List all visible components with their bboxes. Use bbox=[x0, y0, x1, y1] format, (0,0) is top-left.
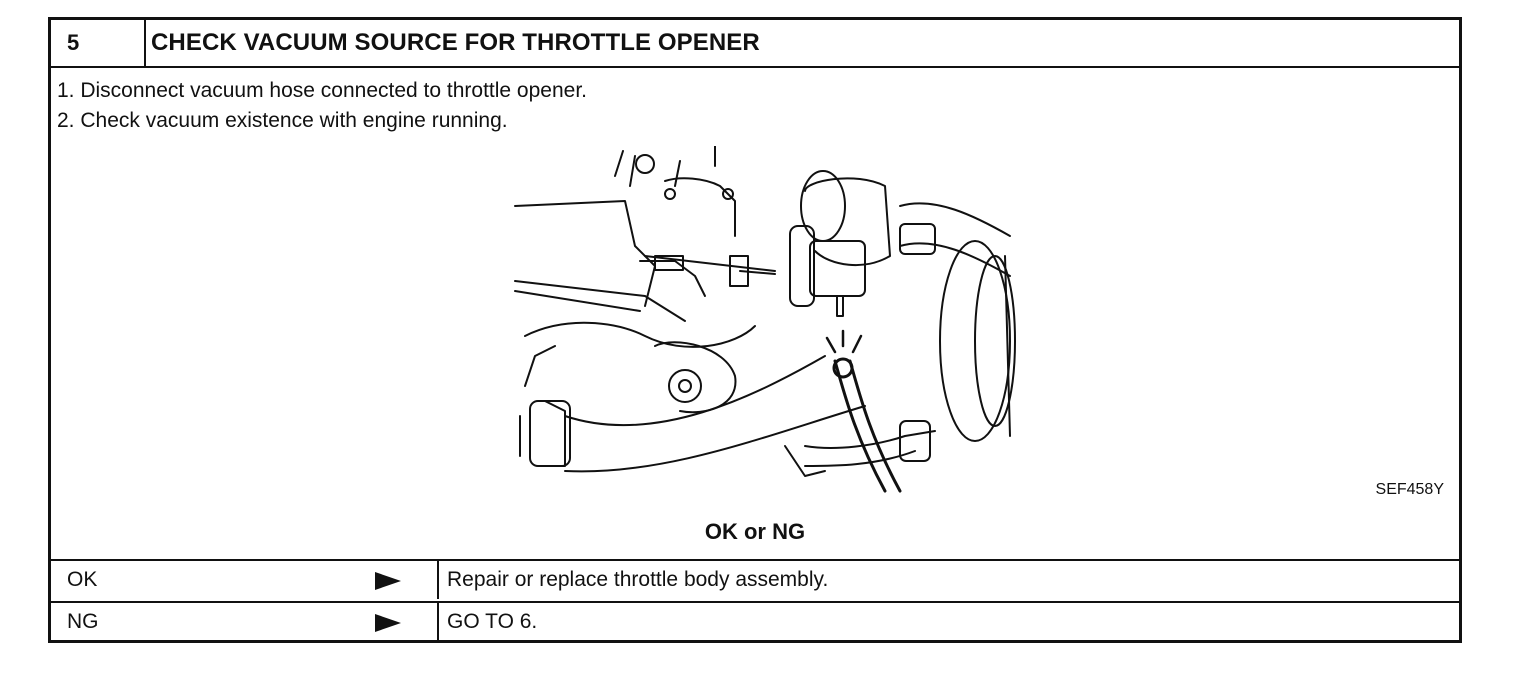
step-title: CHECK VACUUM SOURCE FOR THROTTLE OPENER bbox=[151, 29, 760, 56]
instruction-item: 2. Check vacuum existence with engine ru… bbox=[57, 109, 508, 132]
result-action: GO TO 6. bbox=[437, 603, 1459, 641]
result-row-ng: NG GO TO 6. bbox=[51, 601, 1459, 641]
right-triangle-arrow-icon bbox=[375, 572, 401, 590]
procedure-table: 5 CHECK VACUUM SOURCE FOR THROTTLE OPENE… bbox=[48, 17, 1462, 643]
result-label: NG bbox=[67, 610, 99, 633]
instruction-item: 1. Disconnect vacuum hose connected to t… bbox=[57, 79, 587, 102]
throttle-opener-illustration bbox=[514, 146, 1016, 493]
result-row-ok: OK Repair or replace throttle body assem… bbox=[51, 559, 1459, 599]
result-label: OK bbox=[67, 568, 98, 591]
result-action: Repair or replace throttle body assembly… bbox=[437, 561, 1459, 599]
instruction-list: 1. Disconnect vacuum hose connected to t… bbox=[57, 76, 587, 136]
result-question: OK or NG bbox=[704, 519, 806, 544]
figure-code: SEF458Y bbox=[1375, 481, 1444, 498]
step-number: 5 bbox=[51, 20, 146, 66]
step-header: 5 CHECK VACUUM SOURCE FOR THROTTLE OPENE… bbox=[51, 20, 1459, 68]
right-triangle-arrow-icon bbox=[375, 614, 401, 632]
